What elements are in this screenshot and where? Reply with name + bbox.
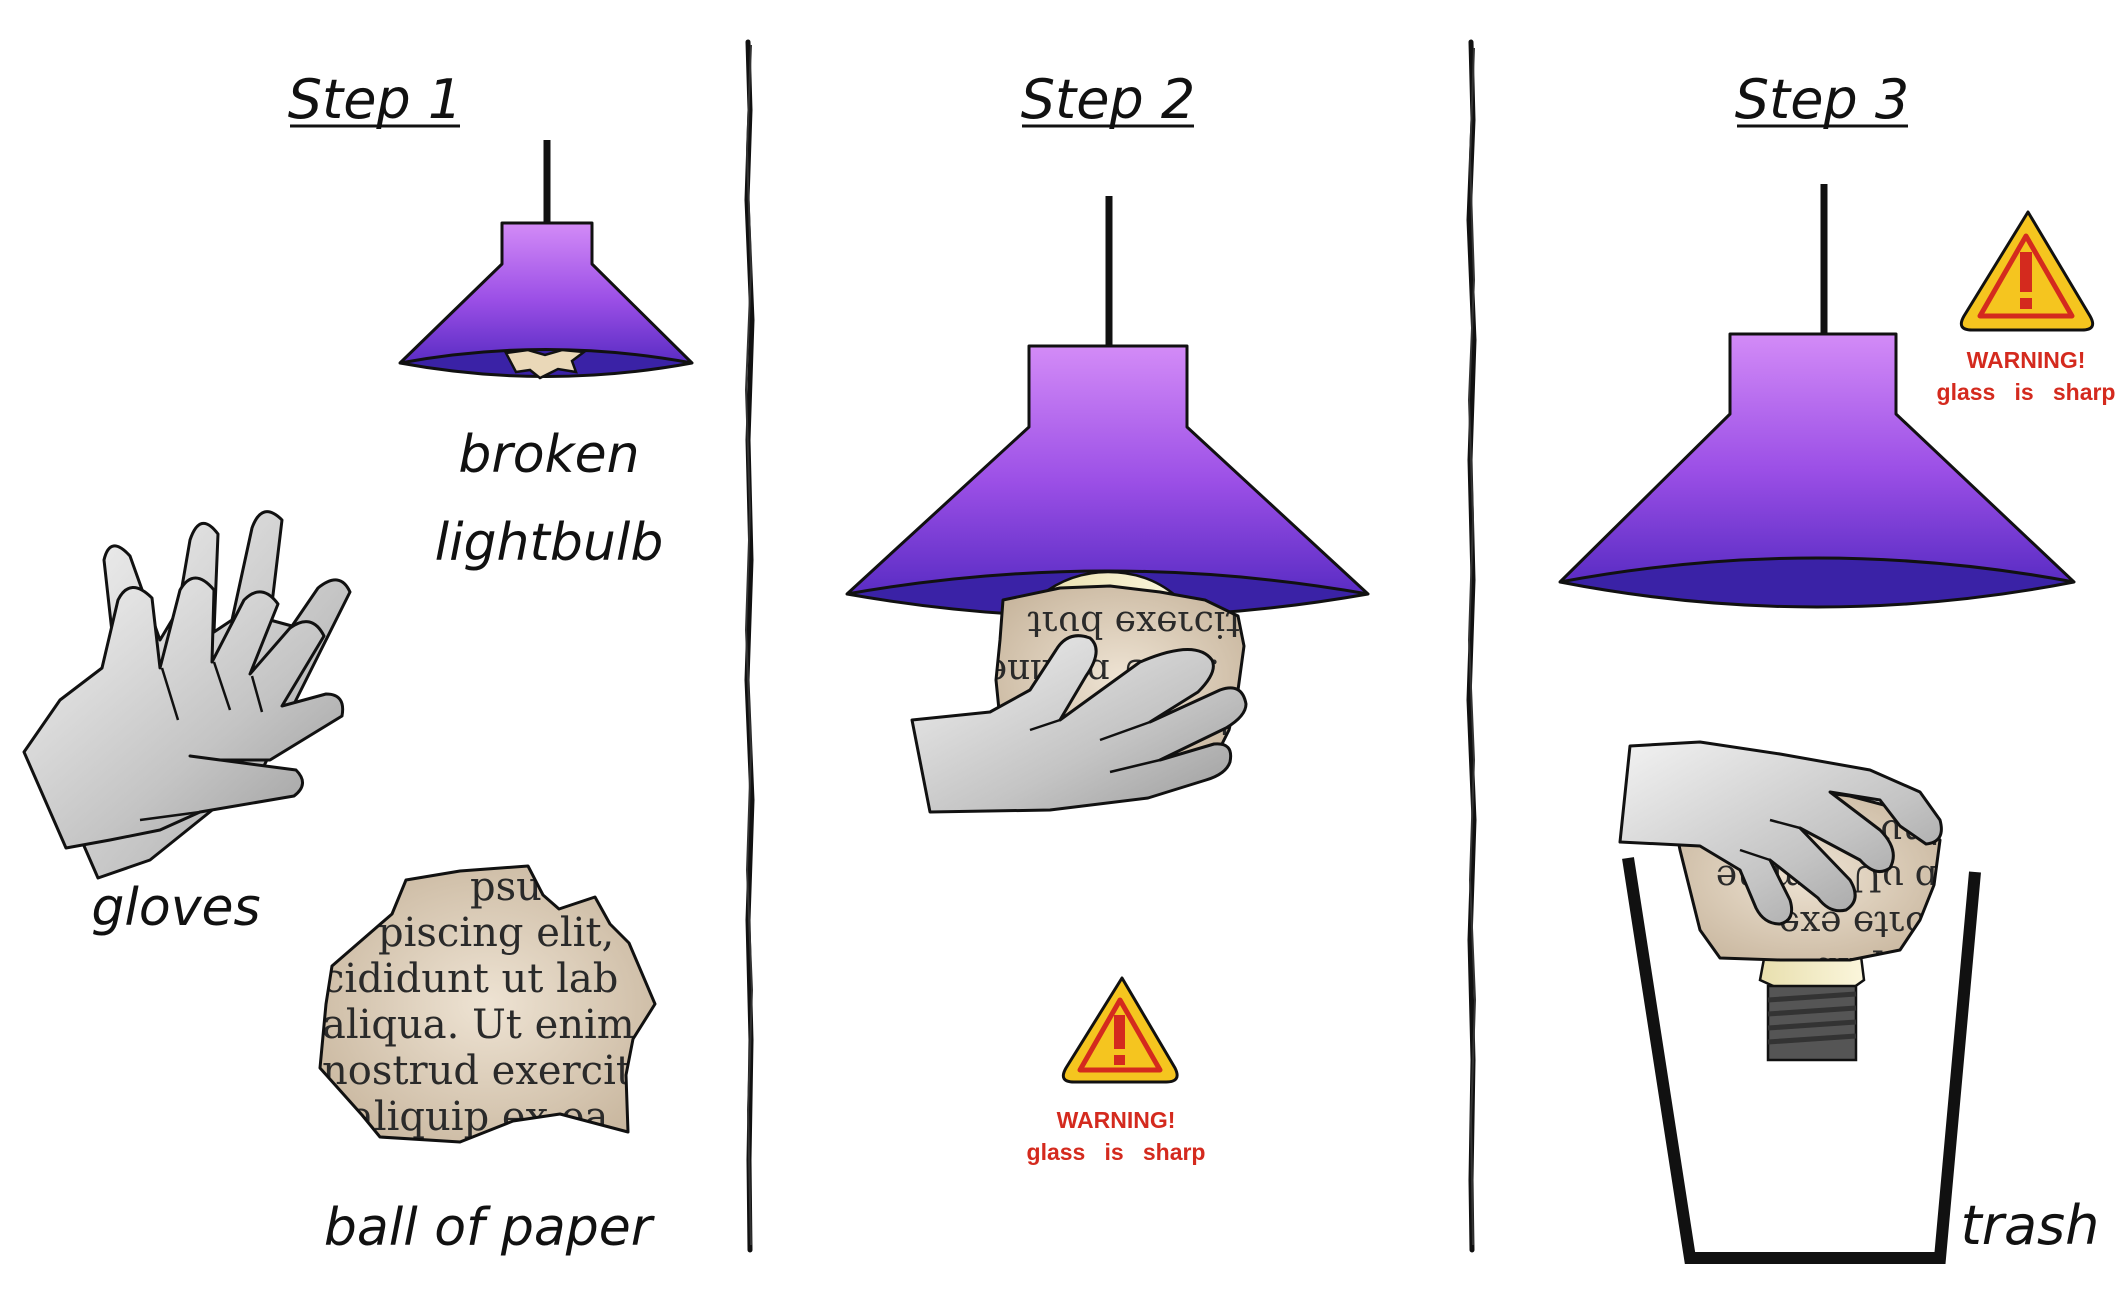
step-3-title: Step 3 [1735,68,1909,131]
broken-label-line1: broken [458,425,639,485]
ball-label: ball of paper [324,1198,656,1258]
warning-step-2: WARNING! glass is sharp [1027,976,1206,1165]
gloves-icon [22,510,352,880]
step-1-title: Step 1 [288,68,462,131]
paper-text-line4: aliqua. Ut enim a [322,1002,671,1048]
step-3-title-text: Step 3 [1735,68,1909,131]
panel-divider-2 [1466,39,1477,1253]
broken-label-line2: lightbulb [435,513,664,573]
lamp-step-1 [398,140,694,380]
step-1-title-text: Step 1 [288,68,462,131]
svg-text:tiɔɿɘxɘ bυɿt: tiɔɿɘxɘ bυɿt [1027,603,1240,644]
paper-ball-icon: psu piscing elit, cididunt ut lab aliqua… [318,864,671,1144]
warning-text-step-2: glass is sharp [1027,1139,1206,1165]
broken-bulb-icon [504,348,588,380]
trash-label: trash [1961,1194,2100,1257]
glove-hand-step-3 [1618,740,1943,926]
step-2-title: Step 2 [1021,68,1195,131]
warning-text-step-3: glass is sharp [1937,379,2116,405]
paper-text-line1: psu [470,864,542,910]
warning-step-3: WARNING! glass is sharp [1937,210,2116,405]
lamp-step-3 [1558,184,2076,609]
trash-can-icon [1622,857,1981,1264]
paper-text-line5: nostrud exercit [322,1048,632,1094]
paper-text-line2: piscing elit, [378,910,614,956]
panel-divider-1 [744,39,755,1253]
warning-title-step-2: WARNING! [1057,1107,1176,1133]
step-2-title-text: Step 2 [1021,68,1195,131]
lamp-step-2 [845,196,1370,619]
paper-text-line3: cididunt ut lab [322,956,618,1002]
gloves-label: gloves [91,878,260,938]
glove-hand-step-2 [910,634,1248,814]
warning-title-step-3: WARNING! [1967,347,2086,373]
